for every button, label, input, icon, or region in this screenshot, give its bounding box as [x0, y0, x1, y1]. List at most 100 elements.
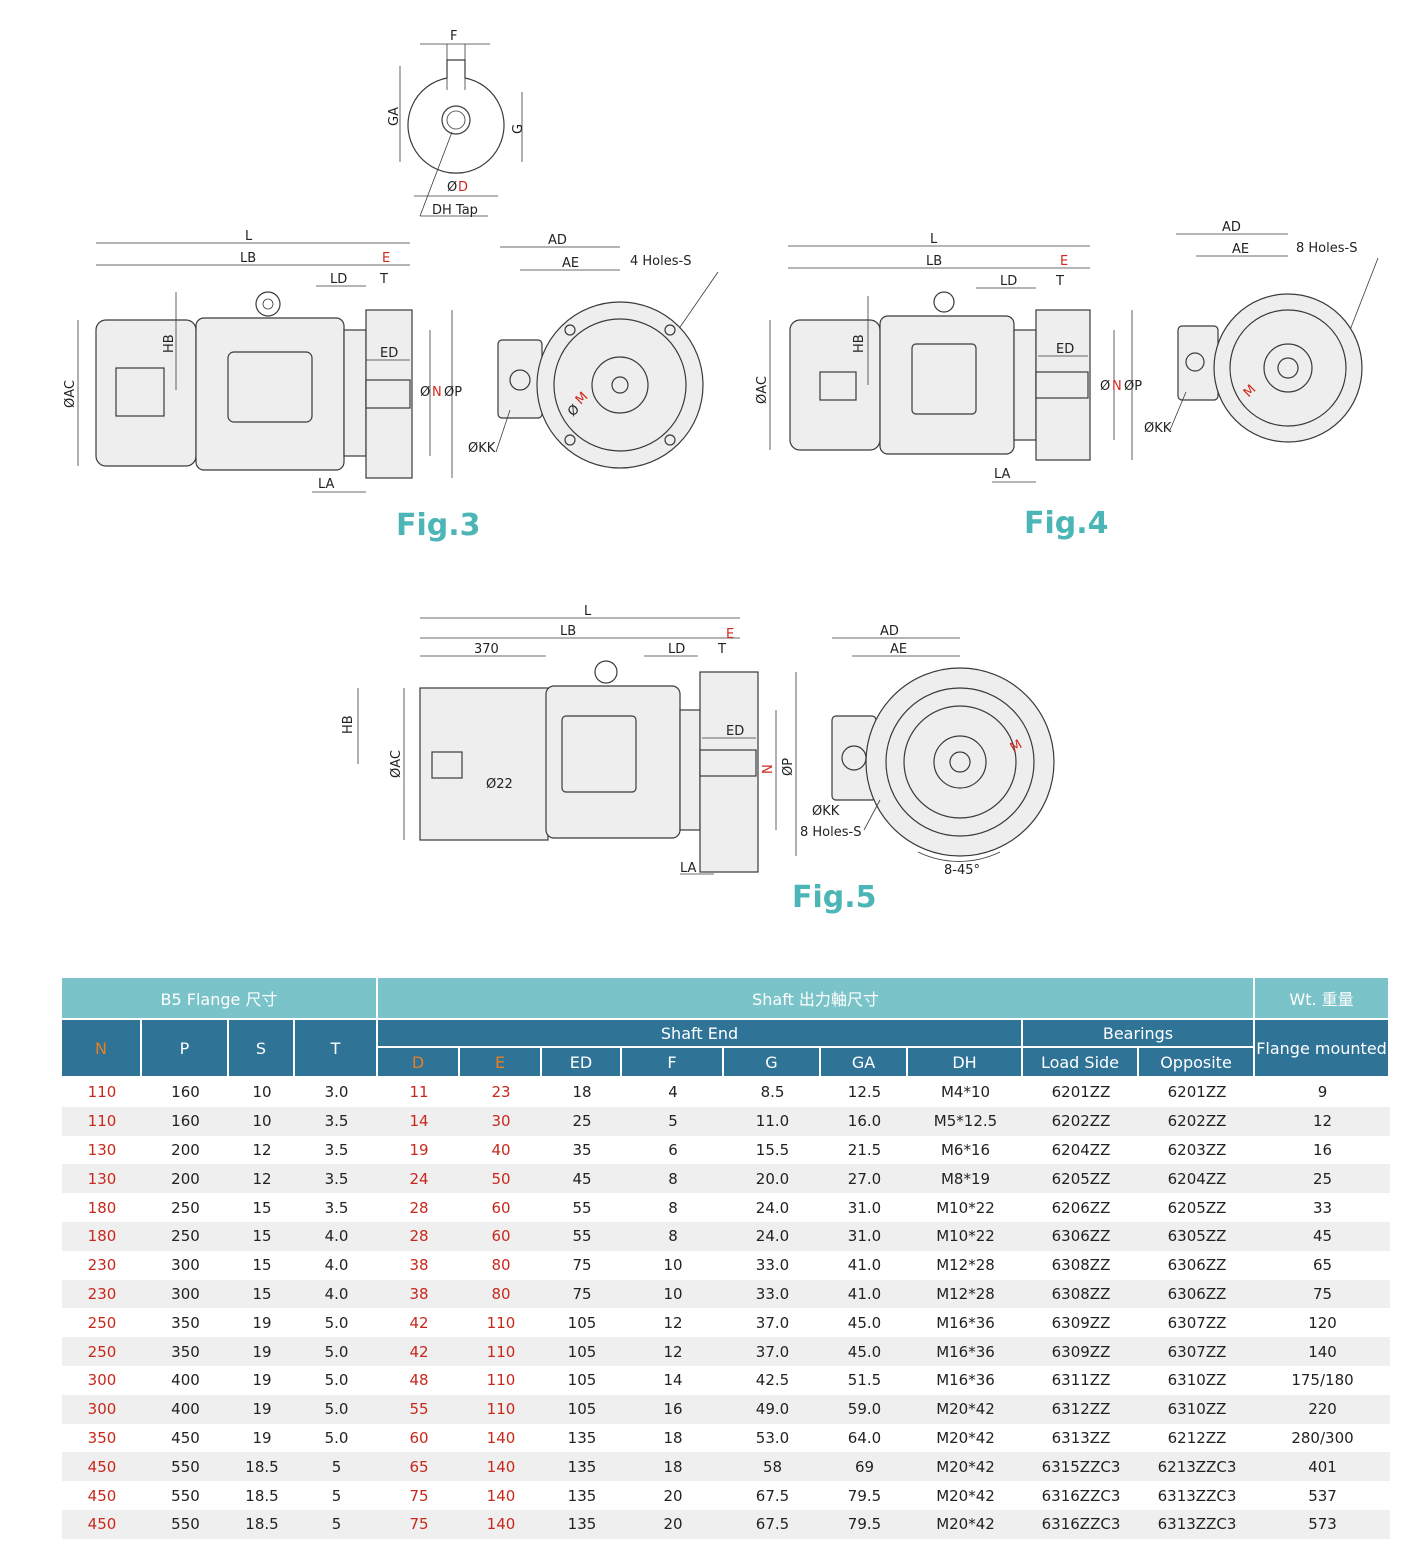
table-cell: 37.0 — [755, 1313, 790, 1332]
table-cell: 6204ZZ — [1139, 1164, 1256, 1194]
dim-N: N — [432, 385, 442, 400]
col-flange-mounted: Flange mounted — [1255, 1020, 1391, 1078]
col-G: G — [724, 1048, 821, 1078]
dim-OP: ØP — [1124, 379, 1142, 394]
table-cell: 400 — [171, 1371, 200, 1390]
table-cell: 110 — [460, 1337, 542, 1366]
table-cell: 110 — [486, 1313, 516, 1332]
table-cell: 80 — [491, 1256, 511, 1275]
dim-AE: AE — [562, 256, 579, 271]
dim-LA: LA — [318, 477, 335, 492]
table-cell: 6202ZZ — [1023, 1106, 1139, 1136]
table-cell: 41.0 — [847, 1256, 882, 1275]
table-cell: 28 — [378, 1221, 460, 1251]
table-cell: 75 — [409, 1486, 429, 1505]
dim-4holes: 4 Holes-S — [630, 254, 691, 269]
table-cell: M20*42 — [908, 1509, 1023, 1539]
dim-LD: LD — [668, 642, 685, 657]
table-cell: 280/300 — [1291, 1428, 1354, 1447]
table-cell: 19 — [229, 1337, 295, 1366]
table-cell: 24 — [378, 1164, 460, 1194]
table-cell: 6307ZZ — [1139, 1337, 1256, 1366]
table-cell: 6202ZZ — [1139, 1106, 1256, 1136]
dim-HB: HB — [852, 334, 867, 353]
table-cell: 60 — [491, 1198, 511, 1217]
table-cell: M12*28 — [936, 1256, 995, 1275]
table-cell: 8 — [622, 1221, 724, 1251]
table-cell: 11 — [409, 1083, 429, 1102]
table-cell: 10 — [229, 1106, 295, 1136]
dim-O22: Ø22 — [486, 777, 513, 792]
fig3-side-view: L LB E LD T HB ØAC ED Ø N ØP LA — [63, 229, 462, 493]
table-cell: 105 — [542, 1394, 622, 1424]
dim-HB: HB — [162, 334, 177, 353]
table-cell: 6309ZZ — [1023, 1337, 1139, 1366]
col-opposite: Opposite — [1139, 1048, 1256, 1078]
table-cell: 9 — [1317, 1083, 1328, 1102]
table-cell: 6308ZZ — [1023, 1279, 1139, 1309]
dim-8holes: 8 Holes-S — [1296, 241, 1357, 256]
table-cell: 10 — [622, 1279, 724, 1309]
table-cell: 12 — [229, 1164, 295, 1194]
table-cell: 140 — [486, 1428, 516, 1447]
table-cell: 8 — [668, 1198, 678, 1217]
table-cell: 140 — [460, 1452, 542, 1482]
table-cell: 60 — [460, 1221, 542, 1251]
table-cell: 19 — [252, 1428, 272, 1447]
table-cell: 140 — [486, 1486, 516, 1505]
table-cell: 12 — [663, 1313, 683, 1332]
table-cell: M20*42 — [908, 1452, 1023, 1482]
table-cell: 130 — [62, 1164, 142, 1194]
table-cell: 105 — [567, 1371, 597, 1390]
table-cell: 4 — [668, 1083, 678, 1102]
dim-LB: LB — [926, 254, 942, 269]
dim-GA: GA — [387, 107, 402, 126]
table-cell: M10*22 — [908, 1221, 1023, 1251]
dim-E: E — [726, 627, 734, 642]
table-cell: 45.0 — [847, 1313, 882, 1332]
table-cell: 6315ZZC3 — [1023, 1452, 1139, 1482]
table-cell: 5.0 — [324, 1428, 349, 1447]
dim-T: T — [379, 272, 388, 287]
table-cell: 16.0 — [821, 1106, 908, 1136]
table-cell: 550 — [142, 1452, 229, 1482]
table-cell: 6313ZZC3 — [1157, 1486, 1237, 1505]
table-cell: 12.5 — [847, 1083, 882, 1102]
table-cell: M16*36 — [936, 1313, 995, 1332]
table-cell: 450 — [62, 1452, 142, 1482]
table-cell: M6*16 — [940, 1140, 991, 1159]
table-cell: 230 — [87, 1256, 117, 1275]
table-cell: 79.5 — [847, 1486, 882, 1505]
table-cell: 45 — [1255, 1221, 1391, 1251]
table-cell: 41.0 — [821, 1279, 908, 1309]
dim-AE: AE — [1232, 242, 1249, 257]
table-cell: 55 — [542, 1221, 622, 1251]
table-cell: 15 — [252, 1256, 272, 1275]
table-cell: 14 — [378, 1106, 460, 1136]
col-load-side: Load Side — [1023, 1048, 1139, 1078]
table-cell: 8.5 — [760, 1083, 785, 1102]
table-cell: 21.5 — [847, 1140, 882, 1159]
table-cell: 350 — [142, 1337, 229, 1366]
dim-O: Ø — [420, 385, 430, 400]
table-cell: 59.0 — [821, 1394, 908, 1424]
table-cell: 6205ZZ — [1023, 1164, 1139, 1194]
table-cell: 18 — [663, 1428, 683, 1447]
subgroup-shaft-end: Shaft End — [378, 1020, 1023, 1048]
table-cell: 80 — [460, 1279, 542, 1309]
table-cell: 38 — [378, 1279, 460, 1309]
dim-ED: ED — [380, 346, 398, 361]
table-cell: M5*12.5 — [908, 1106, 1023, 1136]
table-cell: 250 — [87, 1313, 117, 1332]
table-cell: 250 — [62, 1337, 142, 1366]
group-flange: B5 Flange 尺寸 — [62, 978, 378, 1020]
table-cell: 25 — [1255, 1164, 1391, 1194]
